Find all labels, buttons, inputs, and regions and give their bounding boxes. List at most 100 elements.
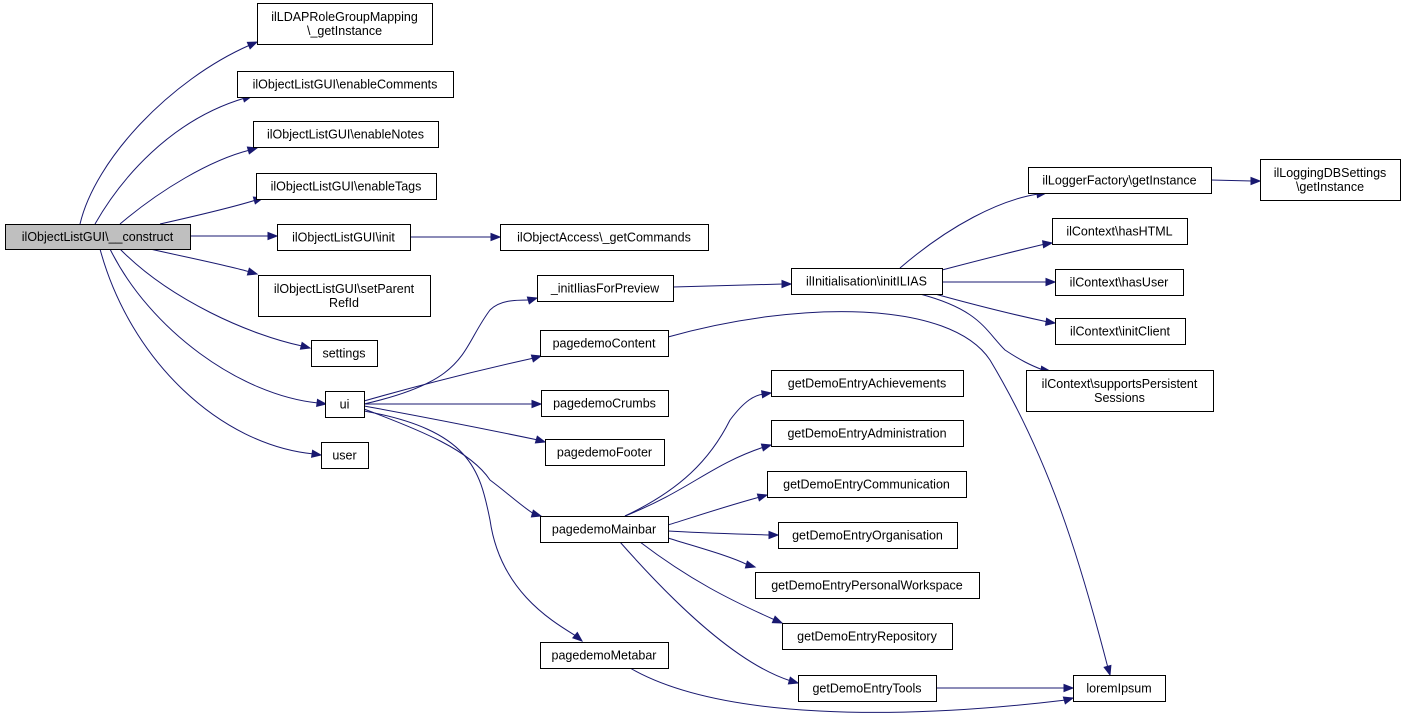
node-label: user (332, 449, 356, 463)
node-initILIAS[interactable]: ilInitialisation\initILIAS (791, 268, 943, 295)
node-box (1052, 218, 1188, 245)
node-box (311, 340, 378, 367)
arrowhead-gdeRepository (771, 615, 784, 624)
node-box (755, 572, 980, 599)
edge-initILIAS-to-supportsPS (919, 293, 1044, 371)
node-gdeAchievements[interactable]: getDemoEntryAchievements (771, 370, 964, 397)
node-box (1055, 269, 1184, 296)
edge-pdMainbar-to-gdeAdministration (624, 446, 765, 517)
node-layer: ilObjectListGUI\__construct ilLDAPRoleGro… (5, 3, 1401, 702)
node-pdMetabar[interactable]: pagedemoMetabar (540, 642, 669, 669)
node-initIlias[interactable]: _initIliasForPreview (537, 275, 674, 302)
node-hasUser[interactable]: ilContext\hasUser (1055, 269, 1184, 296)
arrowhead-enableNotes (246, 146, 259, 155)
node-label: ilObjectListGUI\enableComments (253, 78, 438, 92)
edge-initILIAS-to-initClient (934, 293, 1049, 323)
node-pdContent[interactable]: pagedemoContent (540, 330, 669, 357)
node-loggingDB[interactable]: ilLoggingDBSettings\getInstance (1260, 159, 1401, 201)
node-pdCrumbs[interactable]: pagedemoCrumbs (541, 390, 669, 417)
node-label: \_getInstance (307, 24, 382, 38)
node-label: ilContext\hasHTML (1066, 225, 1172, 239)
node-loremIpsum[interactable]: loremIpsum (1073, 675, 1166, 702)
node-box (257, 3, 433, 45)
edge-ui-to-pdFooter (363, 405, 539, 441)
arrowhead-initClient (1044, 317, 1057, 326)
node-box (321, 442, 369, 469)
edge-root-to-settings (119, 248, 303, 347)
node-label: ilObjectListGUI\setParent (274, 282, 415, 296)
node-label: loremIpsum (1086, 682, 1151, 696)
node-label: ilLoggerFactory\getInstance (1042, 174, 1196, 188)
node-box (5, 224, 191, 250)
node-label: getDemoEntryAdministration (787, 427, 946, 441)
node-init[interactable]: ilObjectListGUI\init (277, 224, 411, 251)
node-box (791, 268, 943, 295)
arrowhead-settings (299, 341, 312, 350)
node-ldap[interactable]: ilLDAPRoleGroupMapping\_getInstance (257, 3, 433, 45)
node-pdFooter[interactable]: pagedemoFooter (545, 439, 665, 466)
arrowhead-initIlias (526, 296, 539, 305)
node-label: pagedemoCrumbs (553, 397, 656, 411)
node-label: ilObjectListGUI\enableTags (271, 180, 422, 194)
node-initClient[interactable]: ilContext\initClient (1055, 318, 1186, 345)
node-pdMainbar[interactable]: pagedemoMainbar (540, 516, 669, 543)
node-label: Sessions (1094, 391, 1145, 405)
node-box (1055, 318, 1186, 345)
node-label: pagedemoContent (553, 337, 656, 351)
edge-ui-to-initIlias (363, 299, 531, 405)
node-box (541, 390, 669, 417)
edge-pdMainbar-to-gdeAchievements (624, 393, 765, 517)
node-loggerFactory[interactable]: ilLoggerFactory\getInstance (1028, 167, 1212, 194)
node-gdeRepository[interactable]: getDemoEntryRepository (782, 623, 953, 650)
node-box (537, 275, 674, 302)
node-enableTags[interactable]: ilObjectListGUI\enableTags (256, 173, 437, 200)
node-box (767, 471, 967, 498)
arrowhead-gdeOrganisation (768, 530, 780, 540)
node-label: ilContext\supportsPersistent (1042, 377, 1198, 391)
arrowhead-gdePersonal (744, 560, 757, 569)
arrowhead-loremIpsum (1103, 664, 1112, 677)
edge-loggerFactory-to-loggingDB (1210, 179, 1253, 182)
node-box (1026, 370, 1214, 412)
edge-initILIAS-to-loggerFactory (899, 193, 1039, 269)
node-settings[interactable]: settings (311, 340, 378, 367)
node-label: getDemoEntryCommunication (783, 478, 950, 492)
node-gdeOrganisation[interactable]: getDemoEntryOrganisation (778, 522, 958, 549)
node-gdeTools[interactable]: getDemoEntryTools (798, 675, 937, 702)
node-enableComments[interactable]: ilObjectListGUI\enableComments (237, 71, 454, 98)
arrowhead-pdMainbar (530, 509, 543, 518)
node-label: pagedemoMetabar (552, 649, 657, 663)
edge-root-to-ui (109, 248, 319, 404)
node-ui[interactable]: ui (325, 391, 365, 418)
node-box (277, 224, 411, 251)
node-hasHTML[interactable]: ilContext\hasHTML (1052, 218, 1188, 245)
node-box (258, 275, 431, 317)
node-user[interactable]: user (321, 442, 369, 469)
edge-pdContent-to-loremIpsum (667, 311, 1109, 669)
edge-initIlias-to-initILIAS (672, 283, 784, 288)
node-label: _initIliasForPreview (550, 282, 660, 296)
arrowhead-pdContent (530, 354, 543, 363)
node-gdeAdministration[interactable]: getDemoEntryAdministration (771, 420, 964, 447)
edge-ui-to-pdMetabar (363, 410, 577, 637)
node-label: ilObjectListGUI\__construct (22, 230, 174, 244)
arrowhead-ldap (246, 41, 259, 50)
node-getCommands[interactable]: ilObjectAccess\_getCommands (500, 224, 709, 251)
node-gdePersonal[interactable]: getDemoEntryPersonalWorkspace (755, 572, 980, 599)
edge-root-to-enableNotes (119, 149, 251, 225)
node-root[interactable]: ilObjectListGUI\__construct (5, 224, 191, 250)
node-enableNotes[interactable]: ilObjectListGUI\enableNotes (253, 121, 439, 148)
edge-pdMetabar-to-loremIpsum (629, 667, 1067, 713)
edge-pdMainbar-to-gdeRepository (639, 541, 776, 621)
arrowhead-init (267, 231, 279, 241)
node-gdeCommunication[interactable]: getDemoEntryCommunication (767, 471, 967, 498)
node-box (545, 439, 665, 466)
node-label: ilContext\hasUser (1070, 276, 1169, 290)
node-box (540, 642, 669, 669)
node-box (1260, 159, 1401, 201)
arrowhead-ui (316, 398, 328, 408)
edge-layer (79, 41, 1262, 713)
